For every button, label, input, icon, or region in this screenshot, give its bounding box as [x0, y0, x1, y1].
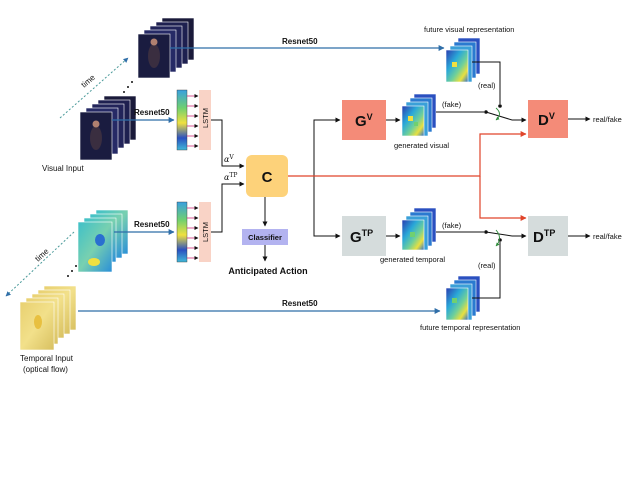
discriminator-temporal: [528, 216, 568, 256]
time-arrow-temporal: [5, 231, 75, 297]
feature-column-visual: [176, 89, 188, 151]
c-box: [246, 155, 288, 197]
future-visual-stack: [445, 37, 481, 83]
future-temporal-stack: [445, 275, 481, 321]
visual-input-top-frames: [137, 17, 195, 79]
visual-input-bottom-frames: [79, 95, 137, 161]
discriminator-visual-label: DV: [538, 111, 555, 129]
temporal-input-label-1: Temporal Input: [20, 354, 74, 363]
lstm-to-c-visual: [211, 119, 245, 169]
temporal-input-top-frames: [77, 209, 129, 273]
discriminator-temporal-label: DTP: [533, 228, 555, 246]
c-to-dv-red: [288, 131, 527, 177]
lstm-label-temporal: LSTM: [201, 222, 210, 242]
generated-temporal-stack: [401, 207, 437, 251]
real-path-visual: [472, 61, 501, 104]
switch-arc-visual: [495, 107, 500, 121]
frame-dots: [123, 81, 133, 93]
c-to-dtp-red: [479, 176, 527, 221]
c-label: C: [262, 169, 273, 186]
visual-input-label: Visual Input: [42, 164, 84, 173]
generator-temporal-label: GTP: [350, 228, 373, 246]
generated-temporal-label: generated temporal: [380, 255, 445, 264]
lstm-visual: [199, 90, 211, 150]
feature-arrows-temporal: [187, 206, 199, 260]
lstm-label-visual: LSTM: [201, 108, 210, 128]
time-label-visual: time: [80, 73, 98, 90]
switch-arc-temporal: [495, 229, 500, 247]
time-label-temporal: time: [33, 246, 51, 263]
flow-dots: [67, 265, 77, 277]
temporal-input-bottom-frames: [19, 285, 77, 351]
resnet-label-top: Resnet50: [282, 37, 318, 46]
classifier-label: Classifier: [248, 233, 282, 242]
discriminator-visual: [528, 100, 568, 138]
lstm-temporal: [199, 202, 211, 262]
fake-label-visual: (fake): [442, 100, 462, 109]
time-arrow-visual: [59, 57, 129, 119]
c-to-gv: [288, 117, 341, 177]
resnet-label-bottom: Resnet50: [282, 299, 318, 308]
generator-temporal: [342, 216, 386, 256]
feature-arrows-visual: [187, 94, 199, 148]
dv-output-label: real/fake: [593, 115, 622, 124]
classifier-box: [242, 229, 288, 245]
alpha-tp-label: αTP: [224, 172, 237, 182]
real-path-temporal: [472, 242, 501, 299]
switch-node-visual-b: [498, 104, 502, 108]
temporal-input-label-2: (optical flow): [23, 365, 68, 374]
real-label-temporal: (real): [478, 261, 496, 270]
generator-visual: [342, 100, 386, 140]
anticipated-action-label: Anticipated Action: [228, 266, 307, 276]
lstm-to-c-temporal: [211, 181, 245, 233]
dtp-output-label: real/fake: [593, 232, 622, 241]
generator-visual-label: GV: [355, 112, 373, 130]
fake-label-temporal: (fake): [442, 221, 462, 230]
c-to-gtp: [313, 176, 341, 239]
feature-column-temporal: [176, 201, 188, 263]
resnet-label-temporal: Resnet50: [134, 220, 170, 229]
generated-visual-label: generated visual: [394, 141, 449, 150]
resnet-label-visual: Resnet50: [134, 108, 170, 117]
generated-visual-stack: [401, 93, 437, 137]
alpha-v-label: αV: [224, 154, 234, 164]
future-temporal-label: future temporal representation: [420, 323, 520, 332]
future-visual-label: future visual representation: [424, 25, 514, 34]
real-label-visual: (real): [478, 81, 496, 90]
